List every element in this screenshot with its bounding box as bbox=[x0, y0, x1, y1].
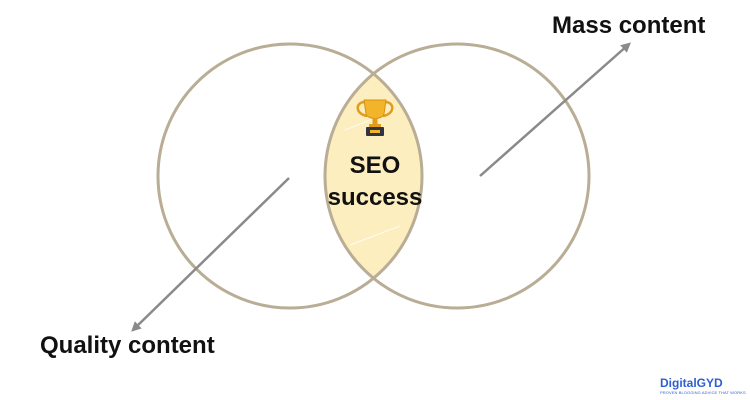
intersection-label-line2: success bbox=[327, 184, 423, 211]
trophy-icon bbox=[356, 99, 394, 136]
mass-content-label: Mass content bbox=[552, 12, 706, 39]
intersection-label-line1: SEO bbox=[349, 152, 401, 179]
mass-content-circle bbox=[323, 42, 591, 310]
quality-content-circle bbox=[156, 42, 424, 310]
digitalgyd-logo: DigitalGYD PROVEN BLOGGING ADVICE THAT W… bbox=[660, 376, 746, 397]
logo-wordmark: DigitalGYD bbox=[660, 376, 723, 390]
mass-content-arrow bbox=[479, 42, 631, 177]
logo-tagline: PROVEN BLOGGING ADVICE THAT WORKS bbox=[660, 390, 746, 395]
quality-content-arrow bbox=[131, 177, 290, 332]
quality-content-label: Quality content bbox=[40, 332, 215, 359]
